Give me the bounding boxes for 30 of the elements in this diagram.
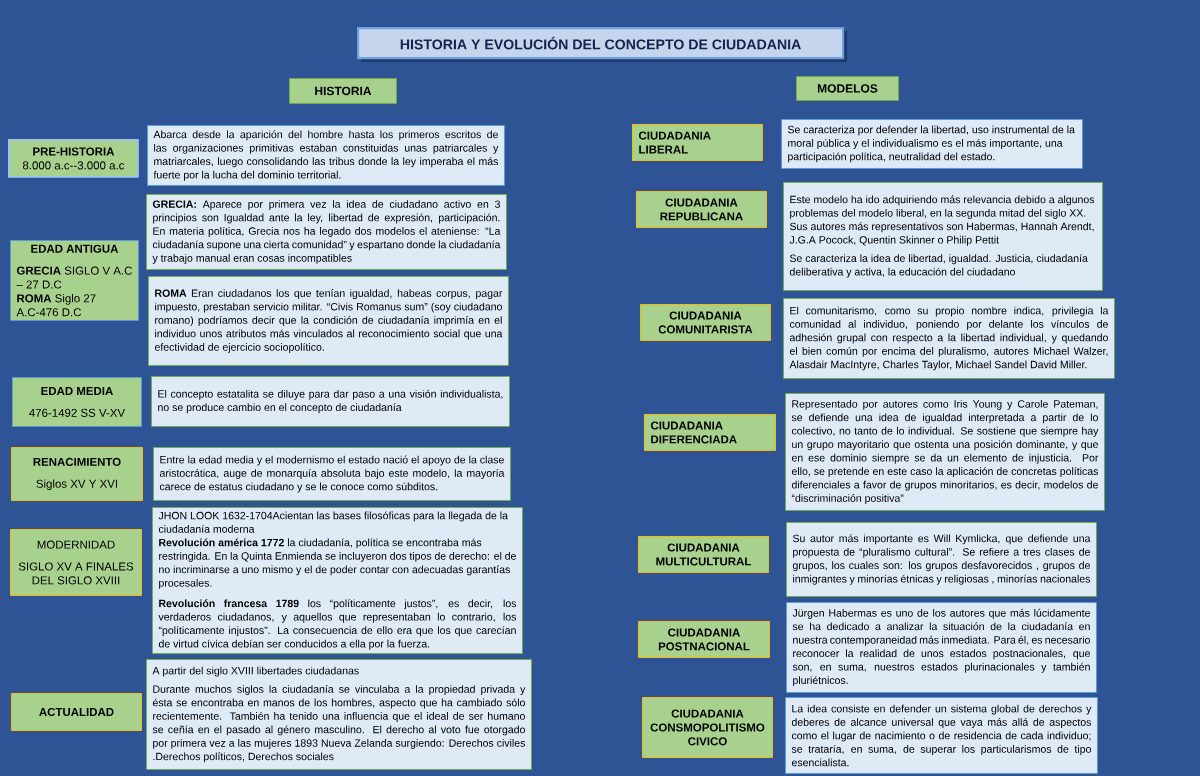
description-box: Representado por autores como Iris Young y Carole Pateman, se defiende una idea de igualdad interpretada a partir de lo colectivo, no tanto de lo individual. Se sostiene que siempre hay un grupo mayoritario que ostenta una posición dominante, y que en ese dominio siempre se da un elemento de injusticia. Por ello, se pretende en este caso la aplicación de concretas políticas diferenciales a favor de grupos minoritarios, es decir, modelos de “discriminación positiva” [785, 393, 1105, 511]
model-box: CIUDADANIA COMUNITARISTA [640, 304, 771, 341]
model-box: CIUDADANIA CONSMOPOLITISMO CIVICO [642, 697, 773, 758]
model-box: CIUDADANIA DIFERENCIADA [644, 414, 776, 451]
description-box: GRECIA: Aparece por primera vez la idea de ciudadano activo en 3 principios son Igualdad ante la ley, libertad de expresión, participación. En materia política, Grecia nos ha legado dos modelos el ateniense: “La ciudadanía supone una cierta comunidad” y espartano donde la ciudadanía y trabajo manual eran cosas incompatibles [146, 194, 507, 270]
period-box: EDAD MEDIA 476-1492 SS V-XV [12, 377, 142, 427]
description-box: La idea consiste en defender un sistema global de derechos y deberes de alcance universal que vaya más allá de aspectos como el lugar de nacimiento o de residencia de cada individuo; se trataría, en suma, de superar los particularismos de tipo esencialista. [785, 697, 1098, 774]
description-box: El concepto estatalita se diluye para dar paso a una visión individualista, no se produce cambio en el concepto de ciudadanía [151, 376, 510, 427]
period-box: EDAD ANTIGUA GRECIA SIGLO V A.C – 27 D.C ROMA Siglo 27 A.C-476 D.C [10, 240, 139, 321]
description-box: ROMA Eran ciudadanos los que tenían igualdad, habeas corpus, pagar impuesto, prestaban servicio militar. “Civis Romanus sum” (soy ciudadano romano) podríamos decir que la condición de ciudadanía imprimía en el individuo unos atributos más vinculados al reconocimiento social que una efectividad de ejercicio sociopolítico. [148, 276, 509, 366]
title-banner: HISTORIA Y EVOLUCIÓN DEL CONCEPTO DE CIUDADANIA [357, 27, 847, 62]
description-box: Entre la edad media y el modernismo el estado nació el apoyo de la clase aristocrática, auge de monarquía absoluta bajo este modelo, la mayoría carece de estatus ciudadano y se le conoce como súbditos. [153, 447, 511, 501]
description-box: Se caracteriza por defender la libertad, uso instrumental de la moral pública y el individualismo es el más importante, una participación política, neutralidad del estado. [781, 119, 1083, 169]
description-box: Este modelo ha ido adquiriendo más relevancia debido a algunos problemas del modelo liberal, en la segunda mitad del siglo XX. Sus autores más representativos son Habermas, Hannah Arendt, J.G.A Pocock, Quentin Skinner o Philip Pettit Se caracteriza la idea de libertad, igualdad. Justicia, ciudadanía deliberativa y activa, la educación del ciudadano [783, 182, 1103, 291]
description-box: Jürgen Habermas es uno de los autores que más lúcidamente se ha dedicado a analizar la situación de la ciudadanía en nuestra contemporaneidad más inmediata. Para él, es necesario reconocer la realidad de unos estados postnacionales, que son, en suma, nuestros estados plurinacionales y también pluriétnicos. [786, 602, 1097, 693]
model-box: CIUDADANIA MULTICULTURAL [638, 536, 769, 573]
model-box: CIUDADANIA REPUBLICANA [636, 191, 767, 228]
period-box: ACTUALIDAD [11, 693, 142, 731]
period-box: MODERNIDAD SIGLO XV A FINALES DEL SIGLO XVIII [10, 529, 142, 596]
section-heading-box: HISTORIA [289, 78, 397, 104]
period-box: PRE-HISTORIA 8.000 a.c--3.000 a.c [8, 139, 139, 178]
description-box: Abarca desde la aparición del hombre hasta los primeros escritos de las organizaciones primitivas estaban constituidas unas patriarcales y matriarcales, luego consolidando las tribus donde la ley imperaba el más fuerte por la lucha del dominio territorial. [147, 125, 505, 186]
model-box: CIUDADANIA LIBERAL [632, 124, 763, 161]
model-box: CIUDADANIA POSTNACIONAL [638, 621, 770, 658]
description-box: El comunitarismo, como su propio nombre indica, privilegia la comunidad al individuo, poniendo por delante los vínculos de adhesión grupal con respecto a la libertad individual, y quedando el bien común por encima del pluralismo, autores Michael Walzer, Alasdair MacIntyre, Charles Taylor, Michael Sandel David Miller. [783, 298, 1115, 379]
period-box: RENACIMIENTO Siglos XV Y XVI [11, 447, 143, 501]
description-box: A partir del siglo XVIII libertades ciudadanas Durante muchos siglos la ciudadanía se vinculaba a la propiedad privada y ésta se encontraba en manos de los hombres, aspecto que ha cambiado sólo recientemente. También ha tenido una influencia que el ideal de ser humano se ceñía en el pasado al género masculino. El derecho al voto fue otorgado por primera vez a las mujeres 1893 Nueva Zelanda surgiendo: Derechos civiles .Derechos políticos, Derechos sociales [146, 659, 532, 770]
description-box: Su autor más importante es Will Kymlicka, que defiende una propuesta de “pluralismo cultural”. Se refiere a tres clases de grupos, los cuales son: los grupos desfavorecidos , grupos de inmigrantes y minorías étnicas y religiosas , minorías nacionales [786, 522, 1097, 597]
section-heading-box: MODELOS [796, 76, 899, 101]
description-box: JHON LOOK 1632-1704Acientan las bases filosóficas para la llegada de la ciudadanía moderna Revolución américa 1772 la ciudadanía, política se encontraba más restringida. En la Quinta Enmienda se incluyeron dos tipos de derecho: el de no incriminarse a uno mismo y el de poder contar con adecuadas garantías procesales. Revolución francesa 1789 los “políticamente justos”, es decir, los verdaderos ciudadanos, y aquellos que representaban lo contrario, los “políticamente injustos”. La consecuencia de ello era que los que carecían de virtud cívica debían ser conducidos a ella por la fuerza. [152, 507, 523, 655]
